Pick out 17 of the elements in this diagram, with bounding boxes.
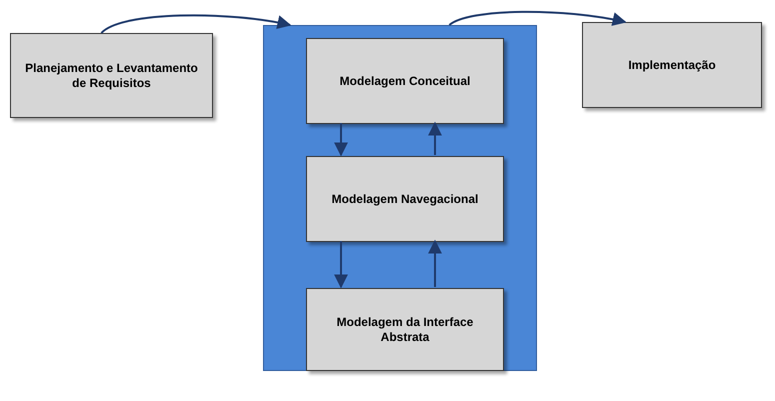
arrow (334, 123, 348, 156)
container-panel (263, 25, 537, 371)
process-box (306, 38, 504, 124)
box-label: Modelagem Navegacional (330, 192, 480, 206)
box-label: Modelagem Conceitual (338, 74, 472, 88)
arrow (428, 122, 442, 155)
process-box (10, 33, 213, 118)
box-label: Planejamento e Levantamento de Requisitos (24, 60, 199, 90)
arrow (448, 10, 627, 26)
arrow (334, 241, 348, 288)
box-label: Modelagem da Interface Abstrata (336, 314, 474, 344)
process-box (306, 156, 504, 242)
process-box (582, 22, 762, 108)
arrow (428, 240, 442, 287)
box-label: Implementação (627, 58, 717, 72)
arrow (100, 14, 292, 34)
process-box (306, 288, 504, 371)
